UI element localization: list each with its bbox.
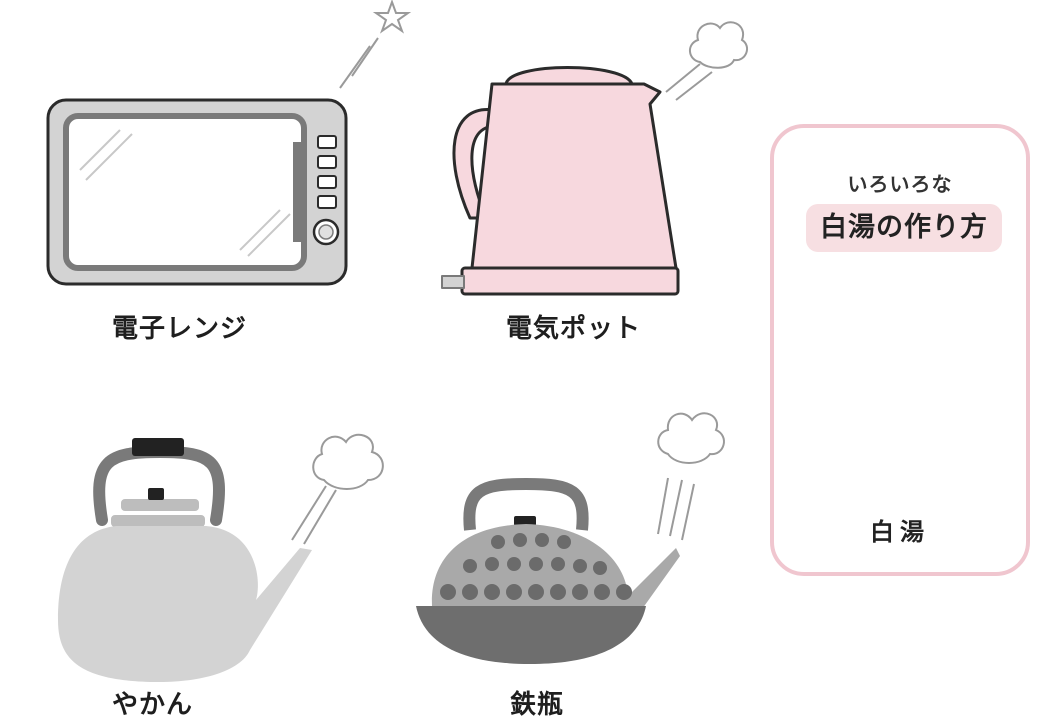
electric-kettle-label: 電気ポット xyxy=(506,314,642,344)
info-card: いろいろな 白湯の作り方 白湯 xyxy=(770,124,1030,576)
card-title: 白湯の作り方 xyxy=(806,204,1002,252)
iron-kettle-label: 鉄瓶 xyxy=(510,690,565,720)
kettle-icon xyxy=(58,438,312,682)
steam-icon xyxy=(665,21,749,101)
card-caption: 白湯 xyxy=(870,518,930,546)
microwave-icon xyxy=(46,98,348,286)
steam-icon xyxy=(657,412,725,541)
steam-icon xyxy=(291,433,384,545)
microwave-label: 電子レンジ xyxy=(112,314,248,344)
kettle-label: やかん xyxy=(112,690,194,720)
electric-kettle-icon xyxy=(441,66,680,296)
star-icon xyxy=(339,0,412,89)
iron-kettle-icon xyxy=(416,477,680,664)
card-subtitle: いろいろな xyxy=(847,172,953,196)
